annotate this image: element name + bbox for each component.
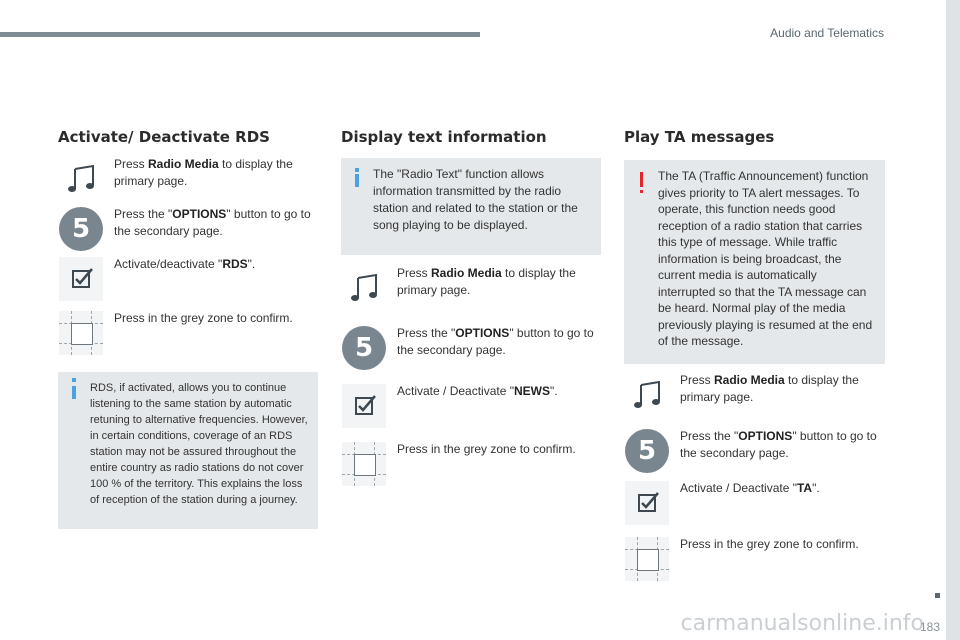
watermark: carmanualsonline.info xyxy=(680,611,924,636)
step-options: 5 Press the "OPTIONS" button to go to th… xyxy=(341,325,605,371)
step-options: 5 Press the "OPTIONS" button to go to th… xyxy=(58,206,322,252)
warning-note-ta: The TA (Traffic Announcement) function g… xyxy=(624,160,885,364)
checkbox-icon xyxy=(58,256,104,302)
step-number-badge: 5 xyxy=(625,429,669,473)
warning-icon xyxy=(640,172,643,187)
section-title: Audio and Telematics xyxy=(770,26,884,40)
step-confirm: Press in the grey zone to confirm. xyxy=(341,441,605,487)
info-note-radio-text: The "Radio Text" function allows informa… xyxy=(341,158,601,255)
column-title: Display text information xyxy=(341,128,547,146)
page-edge-strip xyxy=(946,0,960,640)
step-activate: Activate/deactivate "RDS". xyxy=(58,256,322,302)
step-activate: Activate / Deactivate "NEWS". xyxy=(341,383,605,429)
step-number-badge: 5 xyxy=(342,326,386,370)
column-title: Activate/ Deactivate RDS xyxy=(58,128,270,146)
page-number: 183 xyxy=(919,620,940,634)
grey-zone-icon xyxy=(59,311,103,355)
checkbox-icon xyxy=(624,480,670,526)
info-note-rds: RDS, if activated, allows you to continu… xyxy=(58,372,318,529)
grey-zone-icon xyxy=(342,442,386,486)
step-number-badge: 5 xyxy=(59,207,103,251)
column-rds: Activate/ Deactivate RDS Press Radio Med… xyxy=(58,128,322,529)
header-rule xyxy=(0,32,480,37)
music-note-icon xyxy=(624,372,670,418)
step-options: 5 Press the "OPTIONS" button to go to th… xyxy=(624,428,888,474)
grey-zone-icon xyxy=(625,537,669,581)
info-icon xyxy=(72,386,76,399)
column-ta: Play TA messages The TA (Traffic Announc… xyxy=(624,128,888,582)
music-note-icon xyxy=(341,265,387,311)
music-note-icon xyxy=(58,156,104,202)
step-radio-media: Press Radio Media to display the primary… xyxy=(341,265,605,311)
step-activate: Activate / Deactivate "TA". xyxy=(624,480,888,526)
column-text-info: Display text information The "Radio Text… xyxy=(341,128,605,487)
column-title: Play TA messages xyxy=(624,128,775,146)
step-radio-media: Press Radio Media to display the primary… xyxy=(58,156,322,202)
step-confirm: Press in the grey zone to confirm. xyxy=(58,310,322,356)
checkbox-icon xyxy=(341,383,387,429)
step-confirm: Press in the grey zone to confirm. xyxy=(624,536,888,582)
step-radio-media: Press Radio Media to display the primary… xyxy=(624,372,888,418)
info-icon xyxy=(355,174,359,187)
footer-marker xyxy=(935,593,940,598)
